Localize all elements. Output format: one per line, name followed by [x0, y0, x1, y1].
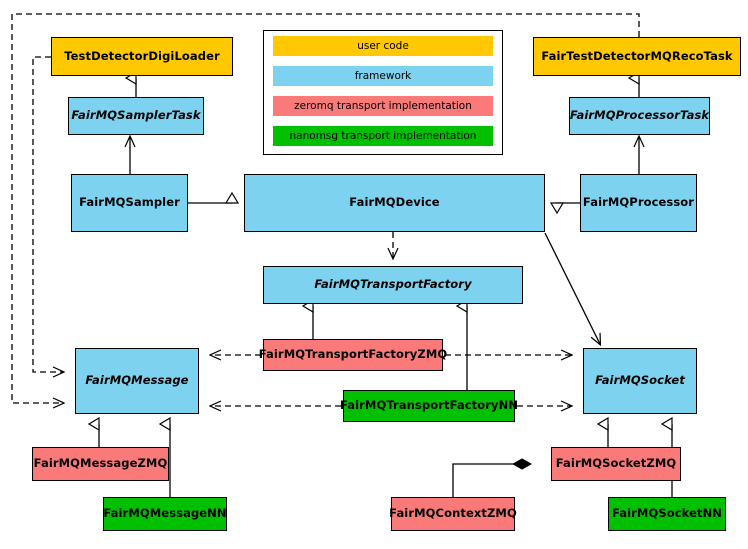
class-box-fairmqsampler[interactable]: FairMQSampler [71, 174, 188, 232]
class-box-fairmqsocketnn[interactable]: FairMQSocketNN [608, 497, 726, 531]
class-box-fairtestdetectormqrecotask[interactable]: FairTestDetectorMQRecoTask [533, 37, 741, 76]
class-box-fairmqprocessortask[interactable]: FairMQProcessorTask [569, 97, 710, 135]
legend-label-zeromq: zeromq transport implementation [294, 100, 472, 112]
class-box-fairmqsocketzmq[interactable]: FairMQSocketZMQ [551, 447, 681, 481]
class-box-fairmqtransportfactory[interactable]: FairMQTransportFactory [263, 266, 523, 304]
class-box-testdetectordigiloader[interactable]: TestDetectorDigiLoader [51, 37, 233, 76]
legend-item-nanomsg: nanomsg transport implementation [273, 126, 493, 146]
legend-item-zeromq: zeromq transport implementation [273, 96, 493, 116]
class-box-fairmqmessagenn[interactable]: FairMQMessageNN [103, 497, 227, 531]
legend-item-user-code: user code [273, 36, 493, 56]
class-box-fairmqprocessor[interactable]: FairMQProcessor [580, 174, 697, 232]
class-box-fairmqtransportfactoryzmq[interactable]: FairMQTransportFactoryZMQ [259, 339, 447, 371]
legend-label-user-code: user code [357, 40, 409, 52]
class-box-fairmqmessage[interactable]: FairMQMessage [75, 348, 199, 414]
legend-item-framework: framework [273, 66, 493, 86]
class-box-fairmqsocket[interactable]: FairMQSocket [583, 348, 697, 414]
class-box-fairmqmessagezmq[interactable]: FairMQMessageZMQ [32, 447, 169, 481]
edge-socketzmq-composes-contextzmq [452, 464, 531, 497]
class-box-fairmqcontextzmq[interactable]: FairMQContextZMQ [389, 497, 517, 531]
class-box-fairmqtransportfactorynn[interactable]: FairMQTransportFactoryNN [340, 390, 518, 422]
class-box-fairmqdevice[interactable]: FairMQDevice [244, 174, 545, 232]
legend-label-nanomsg: nanomsg transport implementation [289, 130, 477, 142]
edge-digiloader-to-message [32, 56, 63, 372]
edge-device-to-socket [544, 232, 600, 344]
legend-label-framework: framework [354, 70, 412, 82]
class-box-fairmqsamplertask[interactable]: FairMQSamplerTask [68, 97, 204, 135]
edge-recotask-to-message [11, 13, 640, 403]
